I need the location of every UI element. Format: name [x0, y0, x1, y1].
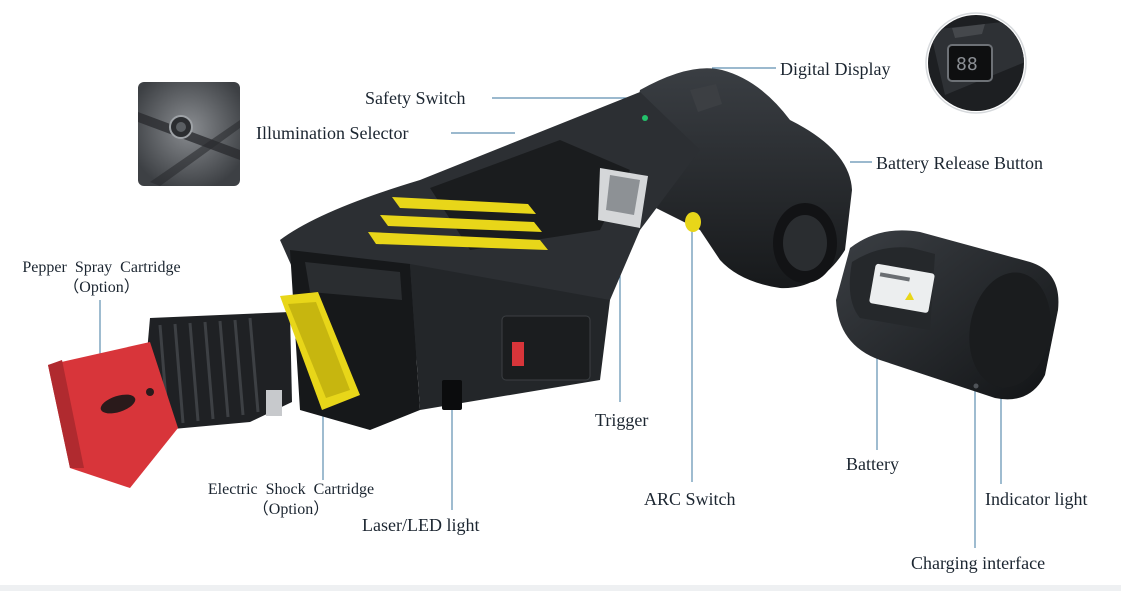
- device-body-graphic: [280, 68, 852, 430]
- label-trigger: Trigger: [595, 410, 649, 430]
- label-arc-switch: ARC Switch: [644, 489, 736, 509]
- label-safety-switch: Safety Switch: [365, 88, 466, 108]
- svg-text:88: 88: [956, 54, 978, 75]
- label-electric-shock-title: Electric Shock Cartridge: [207, 481, 375, 498]
- battery-graphic: [836, 230, 1059, 400]
- label-electric-shock-cartridge: Electric Shock Cartridge （Option）: [196, 480, 386, 520]
- label-electric-shock-option: （Option）: [252, 501, 330, 518]
- leader-lines: [99, 67, 1002, 548]
- label-pepper-spray-cartridge: Pepper Spray Cartridge （Option）: [14, 258, 189, 298]
- label-pepper-spray-title: Pepper Spray Cartridge: [22, 259, 181, 276]
- label-indicator-light: Indicator light: [985, 489, 1088, 509]
- label-pepper-spray-option: （Option）: [63, 279, 140, 296]
- pepper-spray-cartridge-graphic: [48, 312, 292, 488]
- label-illumination-selector: Illumination Selector: [256, 123, 409, 143]
- label-digital-display: Digital Display: [780, 59, 891, 79]
- label-charging-interface: Charging interface: [911, 553, 1046, 573]
- digital-display-zoom-inset: 88: [925, 12, 1027, 114]
- label-laser-led-light: Laser/LED light: [362, 515, 480, 535]
- label-battery-release-button: Battery Release Button: [876, 153, 1043, 173]
- label-battery: Battery: [846, 454, 899, 474]
- illumination-zoom-inset: [138, 82, 240, 186]
